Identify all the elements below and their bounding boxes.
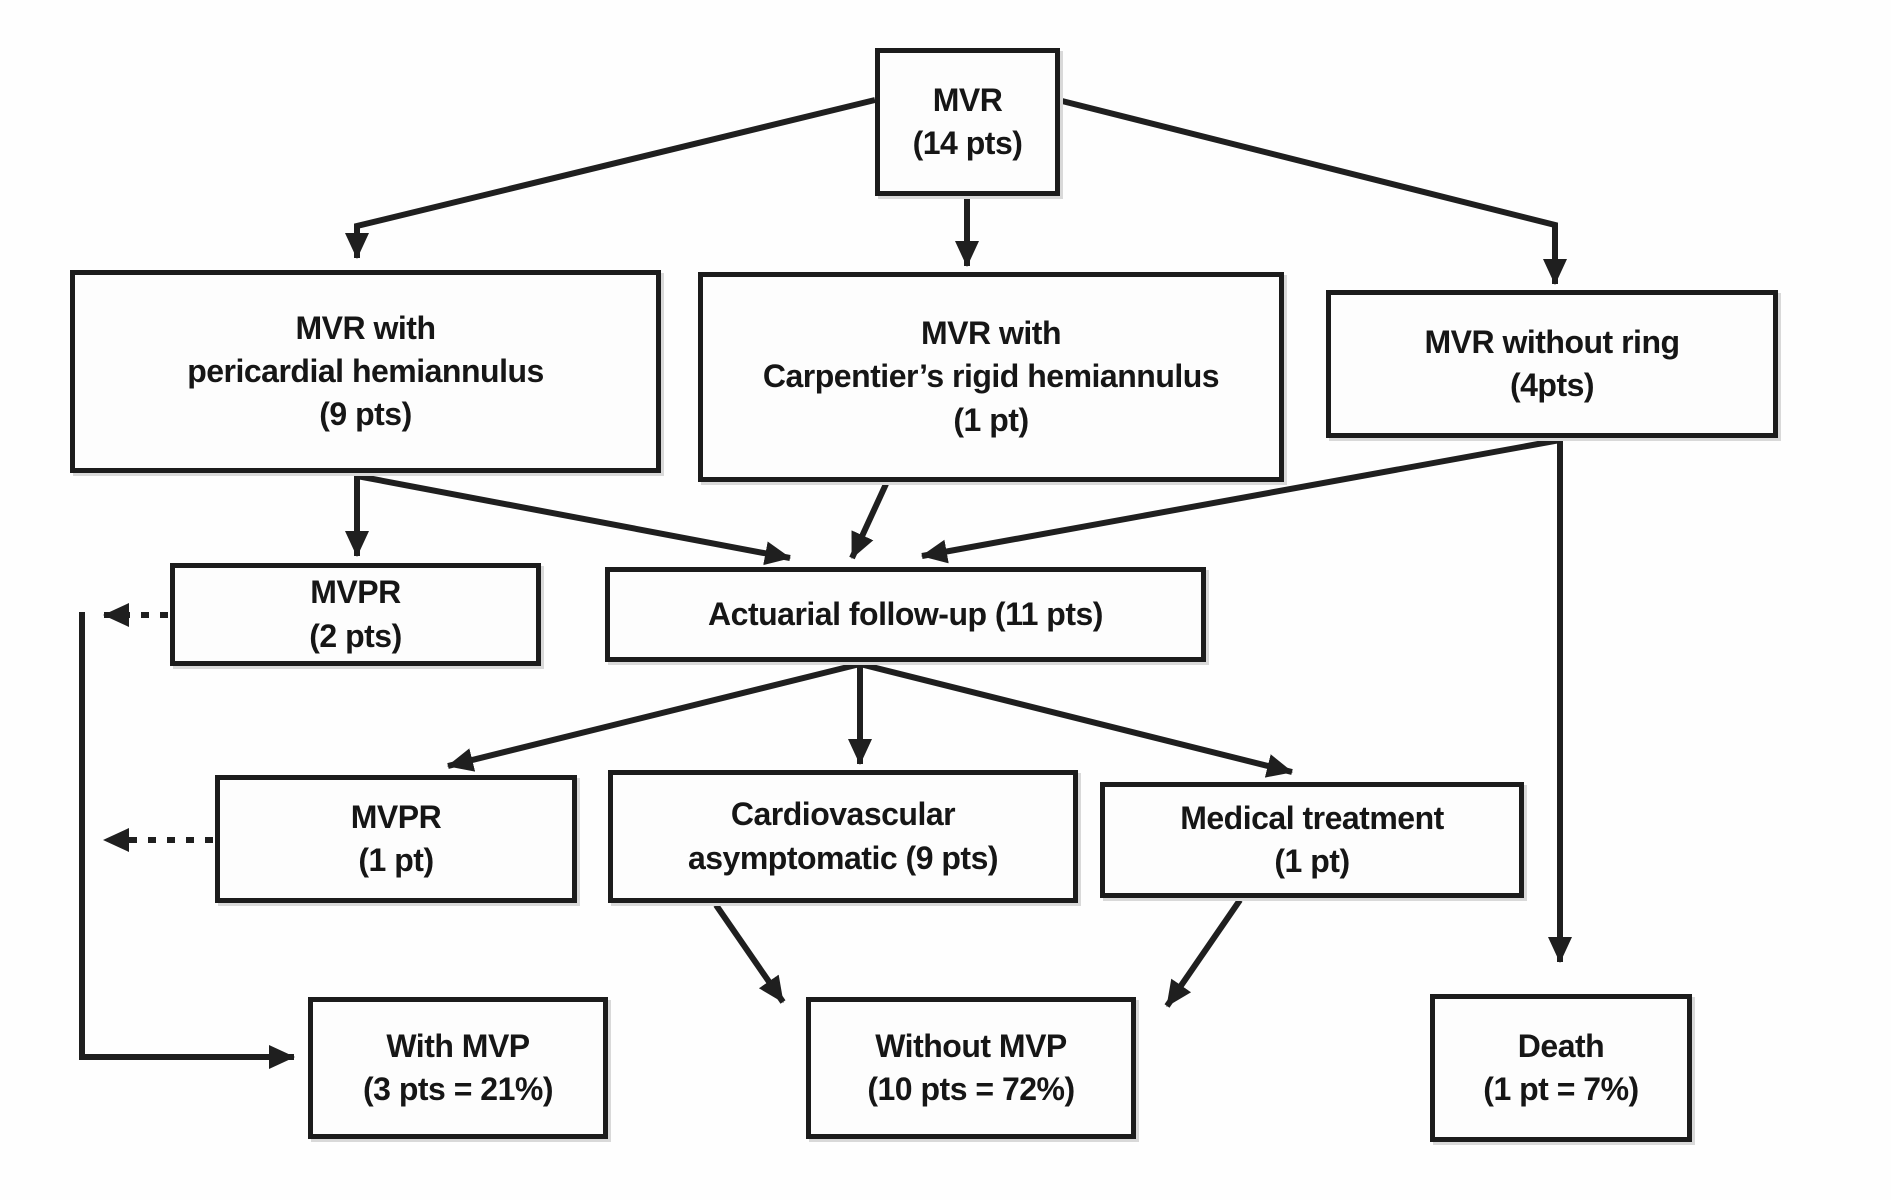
node-label-line: pericardial hemiannulus bbox=[187, 352, 544, 389]
node-label-line: MVPR bbox=[310, 574, 401, 611]
node-label-line: MVR without ring bbox=[1424, 323, 1680, 360]
arrow-cardio-to-withoutmvp bbox=[713, 903, 786, 1004]
node-label-line: (1 pt) bbox=[358, 842, 434, 878]
node-label-line: (9 pts) bbox=[319, 396, 412, 433]
node-label-line: (10 pts = 72%) bbox=[867, 1071, 1075, 1107]
node-label-line: asymptomatic (9 pts) bbox=[687, 839, 999, 876]
node-label-line: Cardiovascular bbox=[730, 796, 956, 833]
node-mvr-without-ring: MVR without ring (4pts) bbox=[1326, 290, 1778, 438]
arrow-mvr-to-pericardial bbox=[345, 97, 876, 259]
node-label-line: With MVP bbox=[386, 1027, 530, 1064]
node-label-line: (4pts) bbox=[1509, 367, 1595, 403]
node-label-line: MVR bbox=[932, 81, 1003, 118]
node-label-line: (1 pt = 7%) bbox=[1483, 1071, 1639, 1107]
node-label-line: MVPR bbox=[350, 798, 442, 835]
arrow-pericardial-to-actuarial bbox=[356, 473, 791, 566]
arrow-medical-to-withoutmvp bbox=[1164, 898, 1243, 1008]
node-without-mvp: Without MVP (10 pts = 72%) bbox=[806, 997, 1136, 1139]
arrow-carpentier-to-actuarial bbox=[849, 482, 889, 560]
node-mvr-carpentier-rigid-hemiannulus: MVR with Carpentier’s rigid hemiannulus … bbox=[698, 272, 1284, 482]
node-label-line: Death bbox=[1517, 1027, 1605, 1064]
node-label-line: (14 pts) bbox=[912, 125, 1023, 161]
node-mvr: MVR (14 pts) bbox=[875, 48, 1060, 196]
node-label-line: Medical treatment bbox=[1180, 799, 1444, 836]
node-death: Death (1 pt = 7%) bbox=[1430, 994, 1692, 1142]
node-mvr-pericardial-hemiannulus: MVR with pericardial hemiannulus (9 pts) bbox=[70, 270, 661, 473]
node-label-line: Actuarial follow-up (11 pts) bbox=[708, 595, 1103, 632]
node-actuarial-follow-up: Actuarial follow-up (11 pts) bbox=[605, 567, 1206, 662]
node-cardiovascular-asymptomatic: Cardiovascular asymptomatic (9 pts) bbox=[608, 770, 1078, 903]
node-mvpr-1pt: MVPR (1 pt) bbox=[215, 775, 577, 903]
node-mvpr-2pts: MVPR (2 pts) bbox=[170, 563, 541, 666]
node-label-line: (1 pt) bbox=[953, 401, 1029, 438]
node-label-line: MVR with bbox=[921, 315, 1061, 352]
node-with-mvp: With MVP (3 pts = 21%) bbox=[308, 997, 608, 1139]
arrow-actuarial-to-medical bbox=[859, 661, 1293, 778]
node-label-line: Carpentier’s rigid hemiannulus bbox=[762, 358, 1220, 395]
node-medical-treatment: Medical treatment (1 pt) bbox=[1100, 782, 1524, 898]
node-label-line: (1 pt) bbox=[1274, 843, 1350, 879]
node-label-line: MVR with bbox=[295, 309, 436, 346]
node-label-line: (3 pts = 21%) bbox=[362, 1071, 554, 1107]
arrow-actuarial-to-mvpr1 bbox=[447, 661, 861, 772]
node-label-line: Without MVP bbox=[875, 1027, 1067, 1064]
node-label-line: (2 pts) bbox=[309, 617, 402, 654]
arrow-mvr-to-noring bbox=[1057, 97, 1567, 285]
